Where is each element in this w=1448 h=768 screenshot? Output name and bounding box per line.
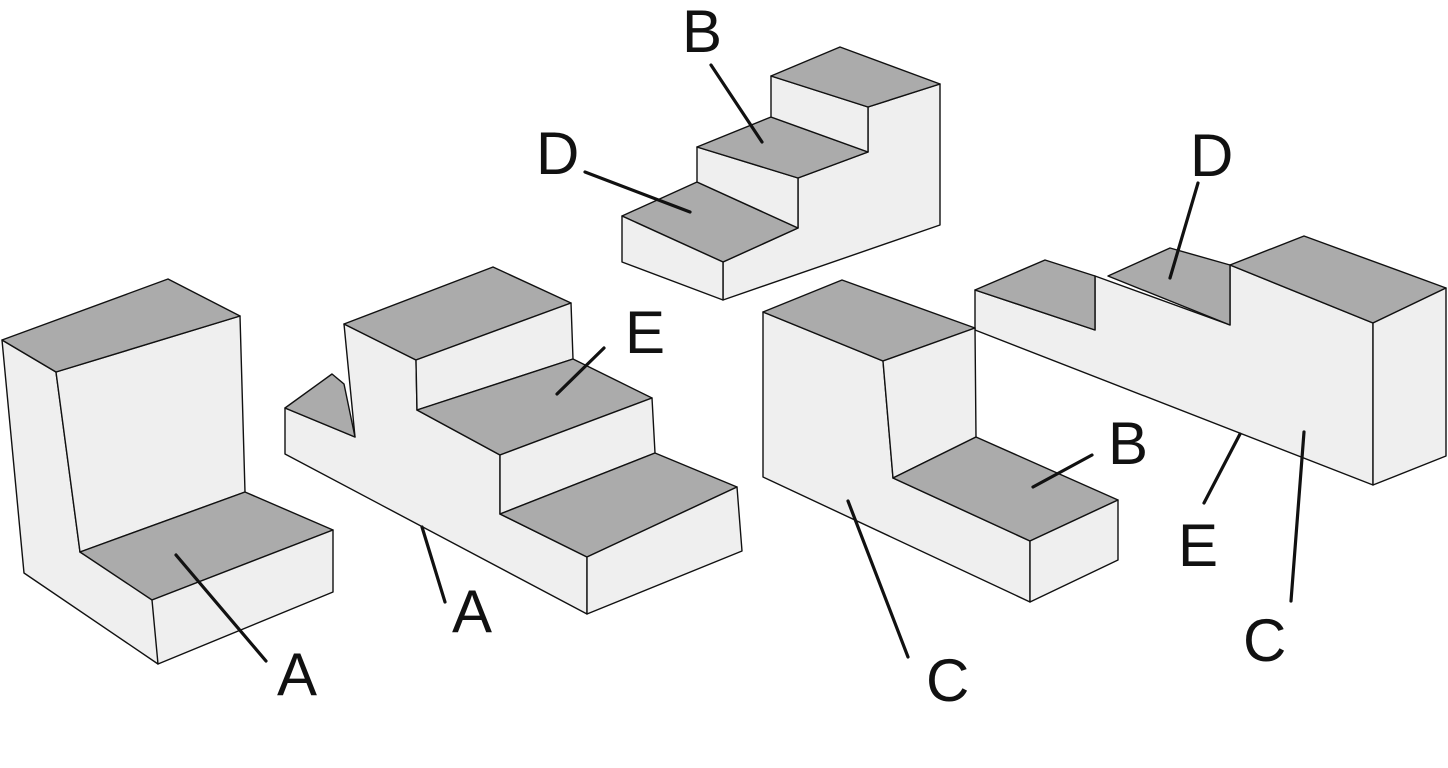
leader-part3-d [583,170,692,214]
part-3-top-tread [770,46,941,108]
leader-part5-c [1289,430,1306,603]
part-3-bottom-front [621,215,724,301]
part-5-slotted-bar [974,235,1447,486]
part-3-staircase [621,46,941,301]
label-part3-d: D [536,120,579,187]
part-1-wall-top [1,278,241,373]
label-part4-b: B [1108,410,1148,477]
leader-part4-b [1031,453,1094,489]
leader-part5-e [1202,432,1242,505]
label-part3-b: B [682,0,722,65]
part-1-l-block [1,278,334,665]
label-part2-a: A [452,578,492,645]
part-5-end-face [1372,287,1447,486]
label-part2-e: E [625,299,665,366]
part-4-l-block [762,279,1119,603]
leader-part3-b [709,63,764,144]
leader-part2-a [420,525,447,604]
part-2-left-ledge-top [284,373,356,438]
label-part5-d: D [1190,122,1233,189]
leader-part2-e [555,346,606,396]
label-part1-a: A [277,641,317,708]
leader-part5-d [1168,181,1200,280]
labels: A A E B D B C D E C [277,0,1286,714]
leader-part4-c [846,499,910,659]
part-2-end-face [586,486,743,615]
label-part5-e: E [1178,512,1218,579]
part-5-left-top [974,259,1096,331]
leader-part1-a [174,553,268,663]
part-1-seat-front [151,529,334,665]
leader-lines [174,63,1306,663]
label-part5-c: C [1243,607,1286,674]
part-4-ledge-end [1029,499,1119,603]
label-part4-c: C [926,647,969,714]
part-2-stepped-block [284,266,743,615]
